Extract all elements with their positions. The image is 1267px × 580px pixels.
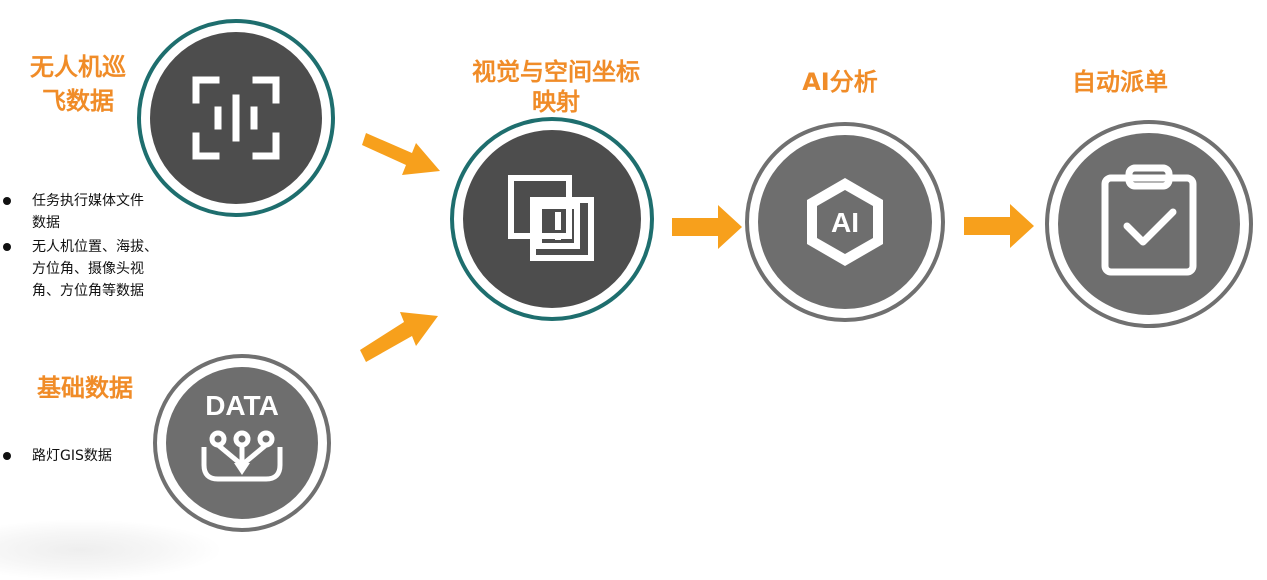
clipboard-check-icon [1101, 164, 1197, 276]
base-data-title: 基础数据 [37, 374, 133, 402]
data-icon-label: DATA [205, 390, 279, 421]
data-flow-icon: DATA [201, 390, 283, 482]
mapping-node [450, 117, 654, 321]
arrow-ai-to-dispatch [964, 204, 1034, 248]
uav-data-bullets: 任务执行媒体文件 数据 无人机位置、海拔、 方位角、摄像头视 角、方位角等数据 [0, 190, 190, 304]
arrow-base-to-mapping [360, 312, 438, 362]
arrow-mapping-to-ai [672, 205, 742, 249]
ai-icon-label: AI [831, 207, 859, 238]
step-title-dispatch: 自动派单 [1072, 68, 1168, 96]
bullet-item: 路灯GIS数据 [0, 445, 150, 467]
arrow-uav-to-mapping [362, 133, 440, 175]
step-title-ai: AI分析 [802, 68, 878, 96]
uav-data-node [137, 19, 335, 217]
overlapping-windows-alert-icon [508, 175, 594, 261]
scan-audio-icon [192, 76, 280, 160]
bullet-item: 任务执行媒体文件 数据 [0, 190, 190, 234]
dispatch-node [1045, 120, 1253, 328]
base-data-bullets: 路灯GIS数据 [0, 445, 150, 469]
step-title-mapping: 视觉与空间坐标 映射 [472, 58, 640, 116]
uav-data-title: 无人机巡 飞数据 [30, 53, 126, 115]
bullet-item: 无人机位置、海拔、 方位角、摄像头视 角、方位角等数据 [0, 236, 190, 302]
base-data-node: DATA [153, 354, 331, 532]
ai-node: AI [745, 122, 945, 322]
hexagon-ai-icon: AI [807, 178, 883, 266]
